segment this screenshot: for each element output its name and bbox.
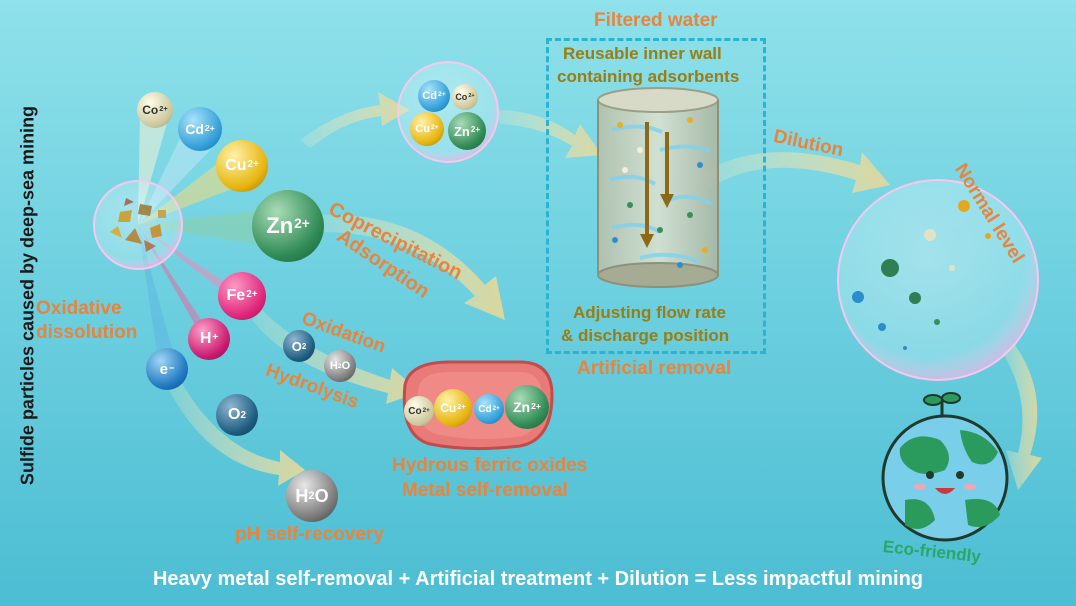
- h-ion-charge: +: [212, 332, 219, 344]
- adjusting-label-1: Adjusting flow rate: [573, 303, 726, 322]
- adsorption-cylinder: [597, 87, 719, 288]
- oxidative-label-1: Oxidative: [36, 298, 122, 319]
- cu-bubble-charge: 2+: [430, 124, 439, 132]
- cu-hfo-symbol: Cu: [440, 401, 457, 415]
- co-hfo-symbol: Co: [408, 405, 422, 417]
- oxidative-label-2: dissolution: [36, 322, 138, 343]
- ph-recovery-label: pH self-recovery: [235, 524, 384, 545]
- cd-hfo-symbol: Cd: [478, 403, 492, 415]
- adjusting-label-2: & discharge position: [561, 326, 730, 345]
- o2-small-symbol: O: [291, 338, 302, 354]
- cd-hfo-charge: 2+: [492, 404, 500, 412]
- hfo-label-2: Metal self-removal: [402, 480, 568, 501]
- normal-level-bubble: [837, 179, 1039, 381]
- o2-small-subscript: 2: [301, 341, 307, 351]
- filtered-water-label: Filtered water: [594, 10, 718, 31]
- electron-symbol: e: [159, 360, 168, 378]
- bottom-caption: Heavy metal self-removal + Artificial tr…: [152, 568, 924, 590]
- zn-ion-symbol: Zn: [266, 213, 294, 238]
- cd-bubble-charge: 2+: [437, 91, 446, 99]
- sulfide-crystals: [110, 198, 166, 252]
- cu-hfo-charge: 2+: [457, 402, 466, 412]
- electron-charge: −: [168, 362, 175, 373]
- sulfide-particle-bubble: [93, 180, 183, 270]
- hfo-label-1: Hydrous ferric oxides: [392, 455, 588, 476]
- o2-symbol: O: [228, 406, 241, 423]
- zn-hfo-symbol: Zn: [513, 399, 531, 415]
- h-ion-symbol: H: [199, 330, 212, 347]
- zn-bubble-symbol: Zn: [453, 123, 470, 139]
- electron: e−: [146, 348, 188, 390]
- co-ion-symbol: Co: [142, 103, 159, 117]
- co-hfo-charge: 2+: [422, 406, 430, 414]
- h-ion: H+: [188, 318, 230, 360]
- reusable-label-2: containing adsorbents: [557, 67, 740, 86]
- co-bubble-symbol: Co: [455, 92, 468, 102]
- h2o-small-h: H: [329, 360, 338, 372]
- fe-ion-charge: 2+: [246, 289, 258, 301]
- h2o-o: O: [314, 485, 329, 506]
- cu-ion-symbol: Cu: [225, 157, 247, 174]
- side-title: Sulfide particles caused by deep-sea min…: [17, 105, 38, 486]
- cu-bubble-symbol: Cu: [415, 123, 430, 135]
- co-bubble-charge: 2+: [468, 93, 475, 100]
- cd-ion-charge: 2+: [204, 122, 215, 133]
- h2o-h: H: [295, 485, 309, 506]
- artificial-removal-box: [546, 38, 766, 354]
- artificial-removal-label: Artificial removal: [577, 358, 732, 379]
- earth-globe: [881, 392, 1009, 542]
- zn-ion-charge: 2+: [294, 216, 310, 232]
- co-ion-charge: 2+: [159, 104, 168, 114]
- o2-subscript: 2: [240, 409, 246, 421]
- zn-bubble-charge: 2+: [470, 125, 481, 135]
- top-bubble: [397, 61, 499, 163]
- h2o-sub: 2: [308, 490, 315, 502]
- fe-ion-symbol: Fe: [226, 287, 246, 304]
- zn-hfo-charge: 2+: [531, 400, 541, 411]
- h2o-small-sub: 2: [337, 362, 342, 370]
- reusable-label-1: Reusable inner wall: [563, 44, 722, 63]
- cd-bubble-symbol: Cd: [422, 90, 437, 102]
- cu-ion-charge: 2+: [247, 159, 259, 171]
- cd-ion-symbol: Cd: [185, 121, 204, 137]
- h2o-small-o: O: [341, 360, 351, 372]
